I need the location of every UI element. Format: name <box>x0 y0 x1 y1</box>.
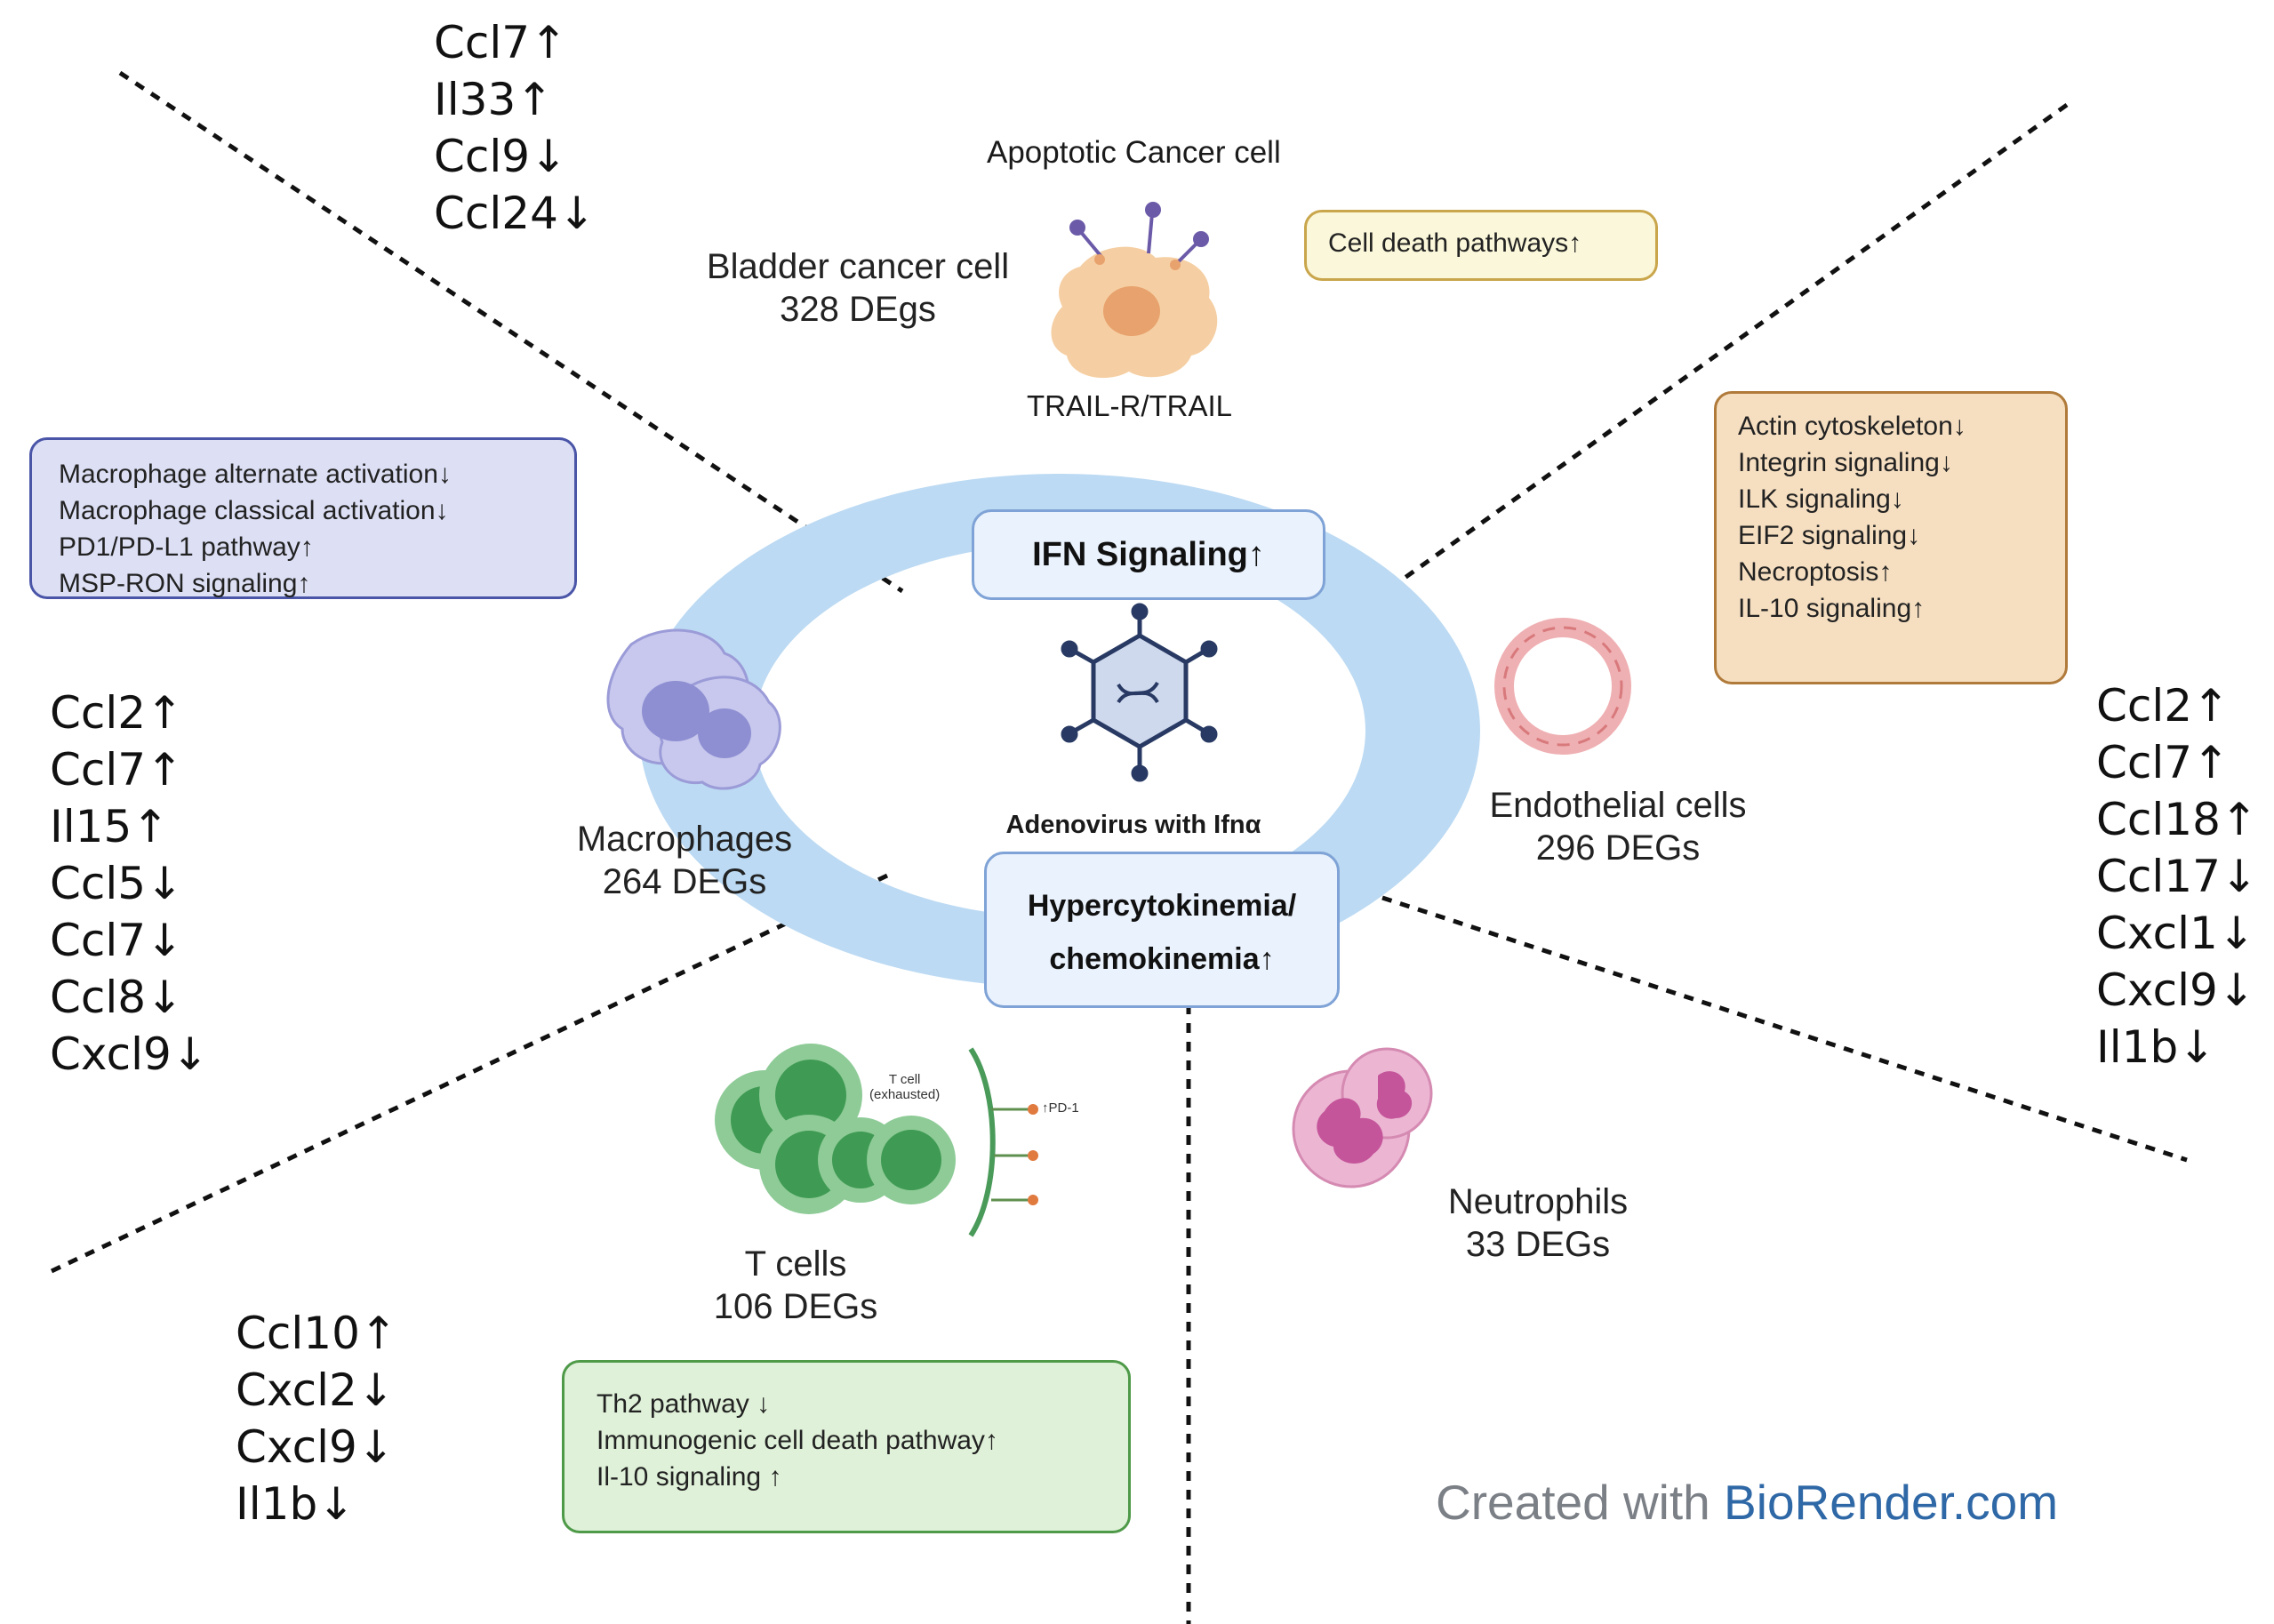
gene-item: Ccl10↑ <box>236 1308 397 1359</box>
macrophage-degs: 264 DEGs <box>602 862 767 901</box>
pathway-item: IL-10 signaling↑ <box>1738 594 1926 623</box>
gene-item: Il1b↓ <box>236 1478 356 1530</box>
gene-item: Ccl2↑ <box>2096 680 2230 732</box>
divider-bottom-right <box>1381 895 2188 1163</box>
pathway-item: ILK signaling↓ <box>1738 484 1904 514</box>
gene-item: Il1b↓ <box>2096 1021 2216 1073</box>
gene-item: Ccl24↓ <box>434 188 596 239</box>
ifn-signaling-label: IFN Signaling↑ <box>1032 536 1265 573</box>
adenovirus-label: Adenovirus with Ifnα <box>1005 811 1261 839</box>
endothelial-cell-name: Endothelial cells 296 DEGs <box>1458 784 1778 869</box>
gene-item: Cxcl9↓ <box>2096 964 2255 1016</box>
apoptotic-cancer-cell-label: Apoptotic Cancer cell <box>987 135 1281 170</box>
neutrophil-name: Neutrophils <box>1447 1182 1629 1221</box>
gene-item: Ccl7↑ <box>434 17 567 68</box>
neutrophil-cell-name: Neutrophils 33 DEGs <box>1409 1180 1667 1266</box>
gene-item: Cxcl9↓ <box>50 1028 209 1080</box>
divider-bottom-left <box>50 873 889 1274</box>
gene-item: Il33↑ <box>434 74 554 125</box>
gene-item: Ccl9↓ <box>434 131 567 182</box>
gene-item: Cxcl2↓ <box>236 1364 395 1416</box>
endothelial-gene-list: Ccl2↑ Ccl7↑ Ccl18↑ Ccl17↓ Cxcl1↓ Cxcl9↓ … <box>2096 677 2258 1076</box>
gene-item: Ccl8↓ <box>50 972 183 1023</box>
gene-item: Ccl7↑ <box>50 744 183 796</box>
bladder-degs: 328 DEgs <box>780 290 936 329</box>
macrophage-icon <box>606 628 781 790</box>
gene-item: Ccl18↑ <box>2096 794 2258 845</box>
macrophage-cell-name: Macrophages 264 DEGs <box>533 818 836 903</box>
endothelial-vessel-icon <box>1494 618 1631 755</box>
ifn-signaling-pill: IFN Signaling↑ <box>972 509 1325 600</box>
endothelial-degs: 296 DEGs <box>1535 828 1701 868</box>
gene-item: Ccl17↓ <box>2096 851 2258 902</box>
bladder-name: Bladder cancer cell <box>706 247 1010 286</box>
trail-label: TRAIL-R/TRAIL <box>1027 389 1233 422</box>
pathway-item: MSP-RON signaling↑ <box>59 569 311 598</box>
endothelial-pathway-box: Actin cytoskeleton↓ Integrin signaling↓ … <box>1714 391 2068 684</box>
pathway-item: Th2 pathway ↓ <box>597 1389 771 1419</box>
pathway-item: Il-10 signaling ↑ <box>597 1462 782 1492</box>
t-cells-icon <box>715 1044 1038 1237</box>
pathway-item: Macrophage alternate activation↓ <box>59 460 452 489</box>
pathway-item: Integrin signaling↓ <box>1738 448 1953 477</box>
adenovirus-icon <box>1061 603 1218 782</box>
gene-item: Ccl7↓ <box>50 915 183 966</box>
macrophage-name: Macrophages <box>576 820 793 859</box>
neutrophil-icon <box>1292 1047 1433 1188</box>
divider-top-right <box>1381 102 2069 596</box>
tcell-pathway-box: Th2 pathway ↓ Immunogenic cell death pat… <box>562 1360 1131 1533</box>
hypercytokinemia-pill: Hypercytokinemia/ chemokinemia↑ <box>984 852 1340 1008</box>
divider-top-left <box>118 70 904 594</box>
hypercytokinemia-label: Hypercytokinemia/ <box>1027 889 1297 923</box>
pathway-item: Necroptosis↑ <box>1738 557 1893 587</box>
gene-item: Cxcl9↓ <box>236 1421 395 1473</box>
neutrophil-degs: 33 DEGs <box>1465 1225 1611 1264</box>
macrophage-gene-list: Ccl2↑ Ccl7↑ Il15↑ Ccl5↓ Ccl7↓ Ccl8↓ Cxcl… <box>50 684 209 1083</box>
tcell-title: T cells <box>744 1244 847 1284</box>
pathway-item: EIF2 signaling↓ <box>1738 521 1921 550</box>
cell-death-pathway-box: Cell death pathways↑ <box>1304 210 1658 281</box>
gene-item: Il15↑ <box>50 801 170 852</box>
tcell-degs: 106 DEGs <box>713 1287 878 1326</box>
pathway-item: Actin cytoskeleton↓ <box>1738 412 1966 441</box>
pathway-item: Cell death pathways↑ <box>1328 228 1582 258</box>
macrophage-pathway-box: Macrophage alternate activation↓ Macroph… <box>29 437 577 599</box>
chemokinemia-label: chemokinemia↑ <box>1049 942 1275 976</box>
biorender-credit: Created with BioRender.com <box>1436 1474 2058 1531</box>
pathway-item: PD1/PD-L1 pathway↑ <box>59 532 314 562</box>
pd1-label: ↑PD-1 <box>1042 1100 1079 1116</box>
gene-item: Ccl7↑ <box>2096 737 2230 788</box>
tcell-gene-list: Ccl10↑ Cxcl2↓ Cxcl9↓ Il1b↓ <box>236 1305 397 1532</box>
bladder-gene-list: Ccl7↑ Il33↑ Ccl9↓ Ccl24↓ <box>434 14 596 242</box>
gene-item: Ccl5↓ <box>50 858 183 909</box>
credit-brand: BioRender.com <box>1724 1475 2059 1530</box>
gene-item: Cxcl1↓ <box>2096 908 2255 959</box>
gene-item: Ccl2↑ <box>50 687 183 739</box>
exhausted-t-cell-label: T cell (exhausted) <box>869 1072 941 1102</box>
endothelial-name: Endothelial cells <box>1489 786 1747 825</box>
credit-prefix: Created with <box>1436 1475 1710 1530</box>
pathway-item: Immunogenic cell death pathway↑ <box>597 1426 998 1455</box>
tcell-name: T cells 106 DEGs <box>662 1243 929 1328</box>
apoptotic-cancer-cell-icon <box>1051 202 1218 379</box>
bladder-cell-name: Bladder cancer cell 328 DEgs <box>680 245 1036 331</box>
pathway-item: Macrophage classical activation↓ <box>59 496 449 525</box>
